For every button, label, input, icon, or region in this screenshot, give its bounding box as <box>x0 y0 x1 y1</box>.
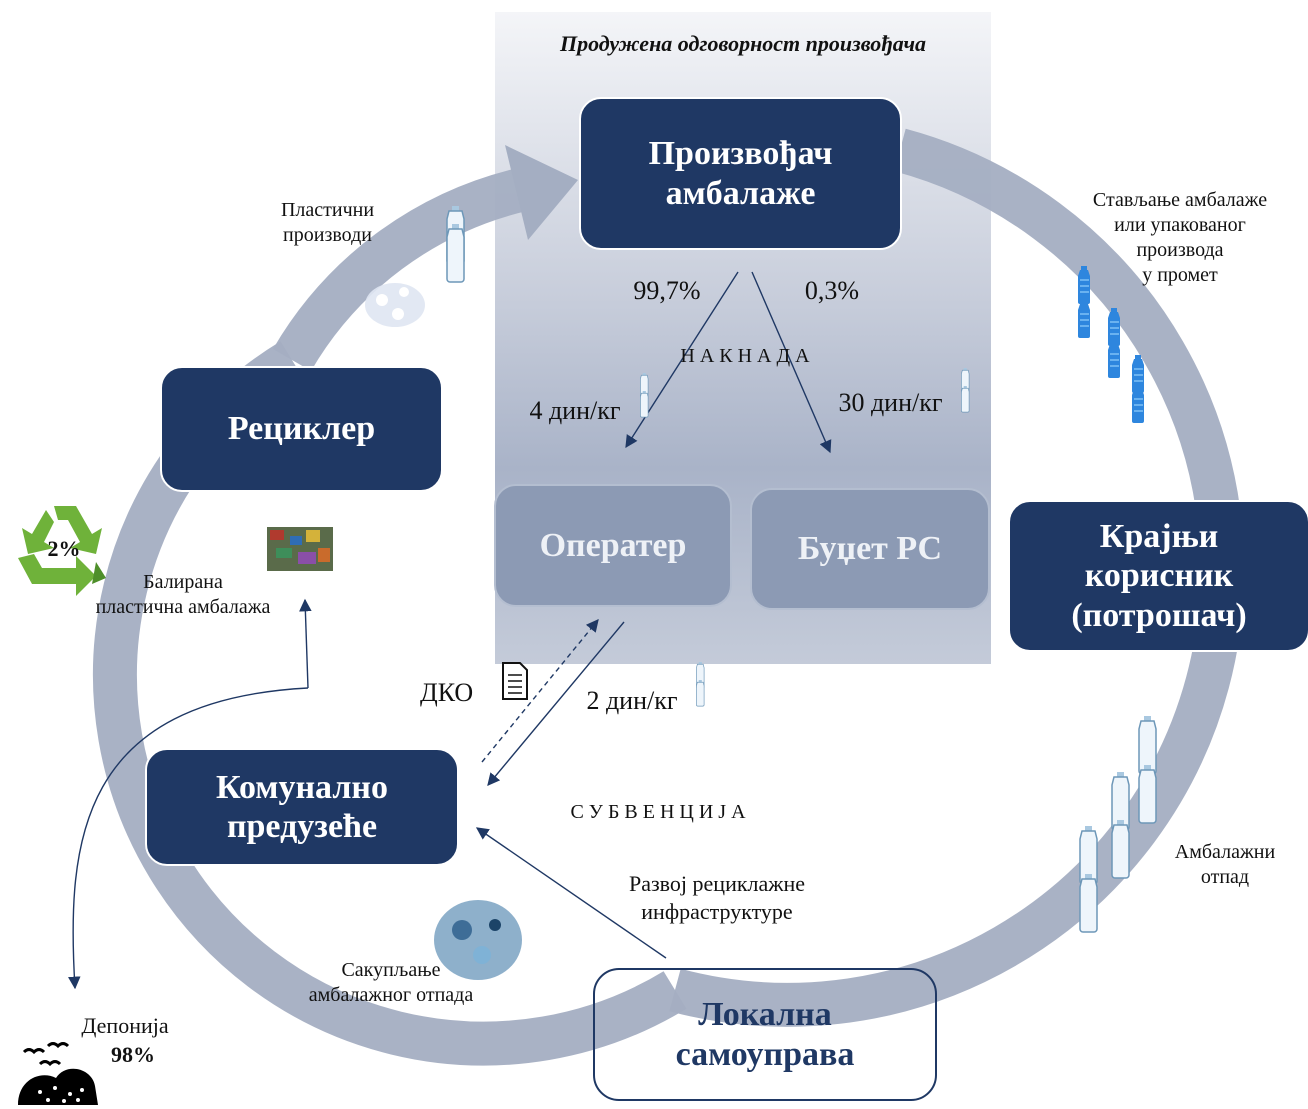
fee-operator-value: 4 дин/кг <box>529 396 621 425</box>
plastic-bottle-icon <box>446 205 465 283</box>
subsidy-label: С У Б В Е Н Ц И Ј А <box>570 801 746 823</box>
baled-packaging-label: Балирана пластична амбалажа <box>95 571 271 618</box>
utility-box[interactable]: Комунално предузеће <box>145 748 459 866</box>
baled-plastic-icon <box>267 527 333 571</box>
end-user-box[interactable]: Крајњи корисник (потрошач) <box>1008 500 1308 652</box>
collection-label: Сакупљање амбалажног отпада <box>308 959 474 1006</box>
fee-arrow-budget <box>751 271 832 454</box>
dko-arrow <box>481 619 599 763</box>
waste-pile-icon <box>434 900 522 980</box>
payment-arrow <box>487 621 625 786</box>
plastic-products-label: Пластични производи <box>280 199 375 246</box>
epr-title: Продужена одговорност произвођача <box>559 31 927 56</box>
utility-payment-value: 2 дин/кг <box>586 686 678 715</box>
document-icon <box>502 662 528 700</box>
recycle-icon <box>18 506 106 596</box>
recycled-pct-value: 2% <box>47 536 81 561</box>
budget-box[interactable]: Буџет РС <box>750 488 990 610</box>
recycling-dev-label: Развој рециклажне инфраструктуре <box>628 871 806 924</box>
payment-bottle-icon <box>696 661 705 707</box>
landfill-icon <box>18 1042 98 1105</box>
fee-label: Н А К Н А Д А <box>680 345 810 367</box>
share-operator-value: 99,7% <box>633 276 701 305</box>
dko-label: ДКО <box>420 678 474 707</box>
landfill-label: Депонија <box>81 1013 169 1038</box>
landfill-pct-value: 98% <box>111 1042 155 1067</box>
share-budget-value: 0,3% <box>804 276 860 305</box>
fee-arrow-operator <box>625 271 739 449</box>
local-gov-box[interactable]: Локална самоуправа <box>593 968 937 1101</box>
packaging-waste-label: Амбалажни отпад <box>1174 841 1276 888</box>
placing-on-market-label: Стављање амбалаже или упакованог произво… <box>1092 189 1268 286</box>
producer-box[interactable]: Произвођач амбалаже <box>579 97 902 250</box>
landfill-arrow <box>68 687 309 990</box>
plastic-pellets-icon <box>365 283 425 327</box>
baled-arrow <box>299 598 312 689</box>
cycle-ring <box>92 128 1245 1066</box>
operator-box[interactable]: Оператер <box>494 484 732 607</box>
cycle-arrowhead <box>505 145 578 240</box>
fee-bottle-icon <box>640 372 649 418</box>
fee-budget-value: 30 дин/кг <box>838 388 943 417</box>
recycler-box[interactable]: Рециклер <box>160 366 443 492</box>
subsidy-arrow <box>475 827 667 959</box>
